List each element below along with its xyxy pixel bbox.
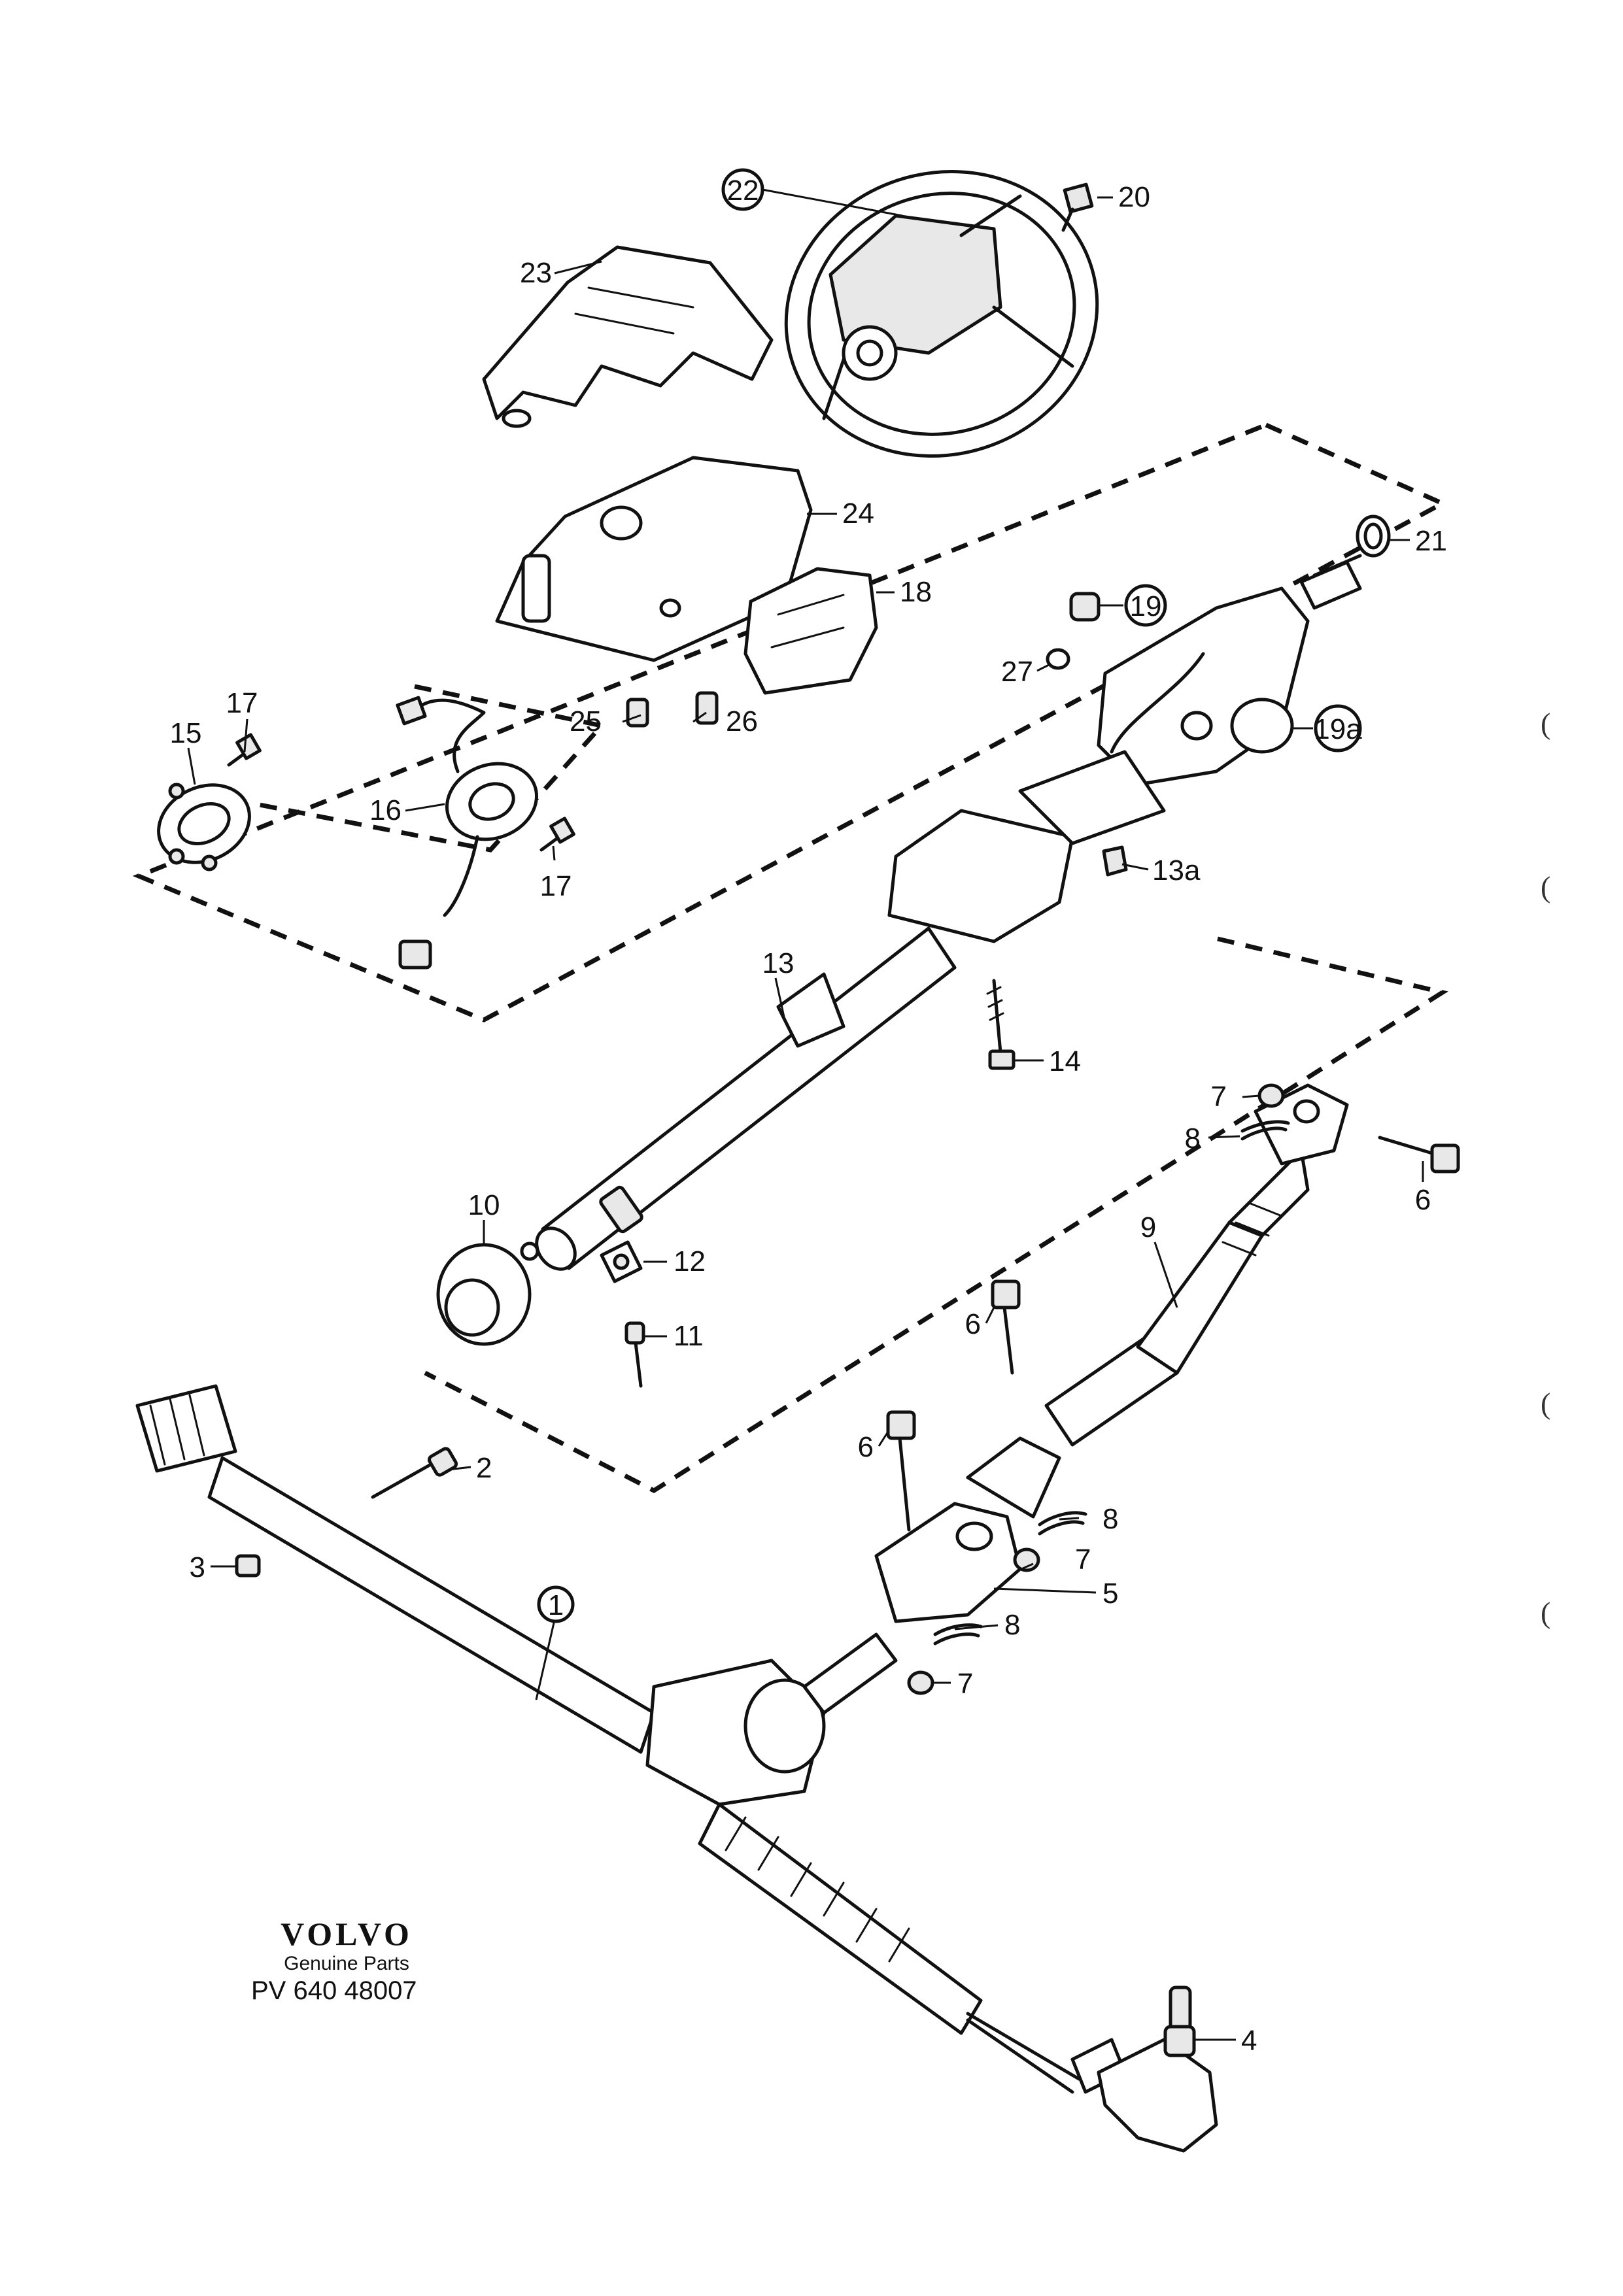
upper-column-group-outline xyxy=(132,422,1448,1022)
clip-8-upper-part xyxy=(1240,1120,1290,1141)
callout-8-middle: 8 xyxy=(1102,1503,1118,1535)
callout-7-middle: 7 xyxy=(1075,1544,1091,1576)
washer-27-part xyxy=(1046,648,1070,670)
callout-14: 14 xyxy=(1049,1045,1081,1077)
clip-13a-part xyxy=(1102,845,1128,877)
steering-wheel-screw-part xyxy=(1061,182,1094,232)
callout-22: 22 xyxy=(727,175,759,207)
callout-26: 26 xyxy=(726,705,758,737)
callout-4: 4 xyxy=(1241,2025,1257,2057)
callout-6-lower: 6 xyxy=(858,1431,874,1463)
callout-7-upper: 7 xyxy=(1211,1081,1227,1113)
switch-cover-part xyxy=(743,567,878,695)
mounting-bolt-2-part xyxy=(371,1447,458,1499)
volvo-brand-block: VOLVO Genuine Parts PV 640 48007 xyxy=(248,1916,445,2006)
clip-8-middle-part xyxy=(1038,1511,1087,1536)
edge-mark: ( xyxy=(1541,1596,1551,1629)
mounting-nut-3-part xyxy=(235,1554,261,1578)
callout-9: 9 xyxy=(1140,1211,1156,1243)
intermediate-shaft-part xyxy=(1044,1149,1310,1447)
callout-13: 13 xyxy=(762,947,794,979)
lower-shaft-group-outline xyxy=(424,936,1448,1494)
callout-20: 20 xyxy=(1118,181,1150,213)
bracket-12-part xyxy=(600,1240,643,1283)
edge-mark: ( xyxy=(1541,870,1551,903)
column-bolt-part xyxy=(986,979,1016,1070)
callout-5: 5 xyxy=(1102,1578,1118,1610)
ignition-ring-group-outline xyxy=(256,684,606,853)
callout-18: 18 xyxy=(900,576,932,608)
callout-27: 27 xyxy=(1001,656,1033,688)
callout-16: 16 xyxy=(369,794,401,826)
callout-6-upper: 6 xyxy=(1415,1184,1431,1216)
bolt-6-upper-part xyxy=(1378,1136,1460,1173)
callout-6-middle: 6 xyxy=(965,1308,981,1340)
callout-8-upper: 8 xyxy=(1185,1123,1201,1155)
callout-10: 10 xyxy=(468,1189,500,1221)
callout-21: 21 xyxy=(1415,525,1447,557)
screw-11-part xyxy=(624,1321,645,1388)
callout-19: 19 xyxy=(1130,590,1162,622)
callout-23: 23 xyxy=(520,257,552,289)
callout-3: 3 xyxy=(190,1551,205,1583)
callout-2: 2 xyxy=(476,1452,492,1484)
nut-7-upper-part xyxy=(1257,1083,1285,1108)
callout-1: 1 xyxy=(548,1589,564,1621)
callout-17-lower: 17 xyxy=(540,870,572,902)
callout-8-lower: 8 xyxy=(1004,1609,1020,1641)
cover-screw-26-part xyxy=(695,691,719,725)
grommet-part xyxy=(436,1241,539,1346)
edge-mark: ( xyxy=(1541,707,1551,740)
upper-cover-part xyxy=(482,245,774,428)
tie-rod-end-part xyxy=(1097,1985,1218,2153)
bulb-holder-19-part xyxy=(1069,592,1101,622)
callout-24: 24 xyxy=(842,498,874,530)
ring-21-part xyxy=(1356,515,1391,558)
volvo-logo: VOLVO xyxy=(281,1916,413,1952)
ring-screw-upper-part xyxy=(227,733,262,767)
edge-mark: ( xyxy=(1541,1387,1551,1420)
diagram-code: PV 640 48007 xyxy=(251,1976,417,2005)
ignition-ring-part xyxy=(157,783,251,871)
callout-19a: 19a xyxy=(1314,713,1362,745)
nut-7-lower-part xyxy=(907,1670,934,1695)
scan-edge-marks: ( ( ( ( xyxy=(1541,706,1567,1634)
bolt-6-middle-part xyxy=(991,1279,1021,1375)
steering-gear-part xyxy=(135,1384,1127,2094)
nut-4-part xyxy=(1163,2025,1196,2057)
clip-8-lower-part xyxy=(933,1623,983,1646)
callout-11: 11 xyxy=(674,1320,704,1352)
ring-screw-lower-part xyxy=(539,817,575,852)
bolt-6-lower-part xyxy=(886,1410,916,1532)
callout-15: 15 xyxy=(170,717,202,749)
callout-13a: 13a xyxy=(1152,854,1201,886)
steering-wheel-part xyxy=(784,169,1099,458)
cover-screw-25-part xyxy=(626,698,649,728)
brand-subtitle: Genuine Parts xyxy=(284,1953,409,1974)
callout-12: 12 xyxy=(674,1245,706,1277)
leader-lines xyxy=(187,188,1424,2041)
callout-labels: 20 22 23 24 18 19 27 19a 21 13a 14 13 25… xyxy=(170,168,1447,2057)
callout-7-lower: 7 xyxy=(957,1668,973,1700)
lower-cover-part xyxy=(495,456,813,662)
callout-25: 25 xyxy=(570,705,602,737)
callout-17-upper: 17 xyxy=(226,687,258,719)
steering-column-part xyxy=(535,750,1166,1271)
contact-reel-part xyxy=(396,696,539,970)
